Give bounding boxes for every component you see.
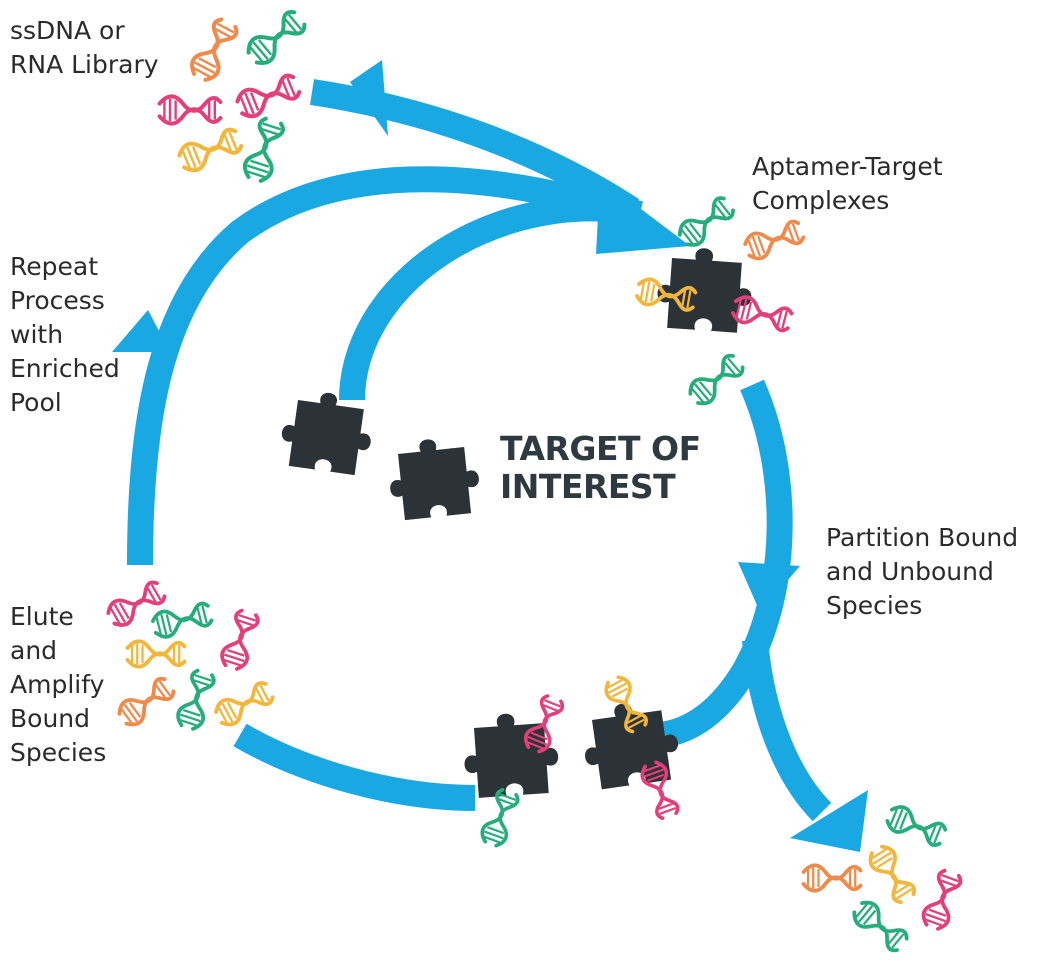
partition-arrow (658, 379, 793, 748)
library-input-arrow (310, 79, 640, 221)
arrow-heads (112, 60, 868, 852)
unbound-outflow-arrow (742, 638, 832, 822)
dna-strand-icon (244, 8, 308, 68)
dna-strand-icon (177, 126, 244, 174)
dna-strand-icon (217, 607, 263, 673)
dna-strand-icon (149, 598, 215, 642)
arrowhead-library (350, 60, 388, 136)
dna-strand-icon (160, 96, 221, 123)
puzzle-piece-icon (385, 434, 483, 522)
partition-label: Partition Bound and Unbound Species (826, 523, 1019, 620)
dna-strand-icon (882, 801, 950, 851)
target-binding-arrow (339, 195, 643, 401)
puzzle-piece-icon (277, 387, 377, 477)
cycle-arrows (127, 79, 832, 822)
dna-strand-icon (242, 117, 287, 183)
dna-strand-icon (188, 17, 241, 83)
arrowhead-repeat (112, 310, 170, 352)
dna-strand-icon (864, 841, 920, 907)
arrowhead-unbound (790, 790, 868, 852)
dna-strand-icon (848, 896, 912, 956)
dna-strand-icon (684, 350, 748, 410)
dna-strand-icon (235, 72, 302, 120)
target-label: TARGET OF INTEREST (500, 429, 701, 506)
complexes-label: Aptamer-Target Complexes (752, 152, 943, 215)
dna-strand-icon (740, 216, 808, 264)
repeat-cycle-arrow (127, 166, 636, 566)
dna-strand-icon (210, 677, 278, 731)
elute-label: Elute and Amplify Bound Species (10, 602, 107, 767)
repeat-label: Repeat Process with Enriched Pool (10, 252, 120, 417)
dna-strand-icon (801, 863, 863, 893)
dna-strand-icon (673, 192, 739, 252)
dna-strand-icon (125, 639, 187, 669)
arrowhead-partition (738, 562, 800, 612)
library-label: ssDNA or RNA Library (10, 16, 159, 79)
elute-arrow (233, 723, 476, 811)
arrowhead-complexes (596, 178, 690, 254)
dna-strand-icon (113, 673, 179, 731)
dna-strand-icon (173, 667, 219, 733)
dna-strand-icon (729, 292, 795, 336)
dna-strand-icon (918, 866, 966, 934)
